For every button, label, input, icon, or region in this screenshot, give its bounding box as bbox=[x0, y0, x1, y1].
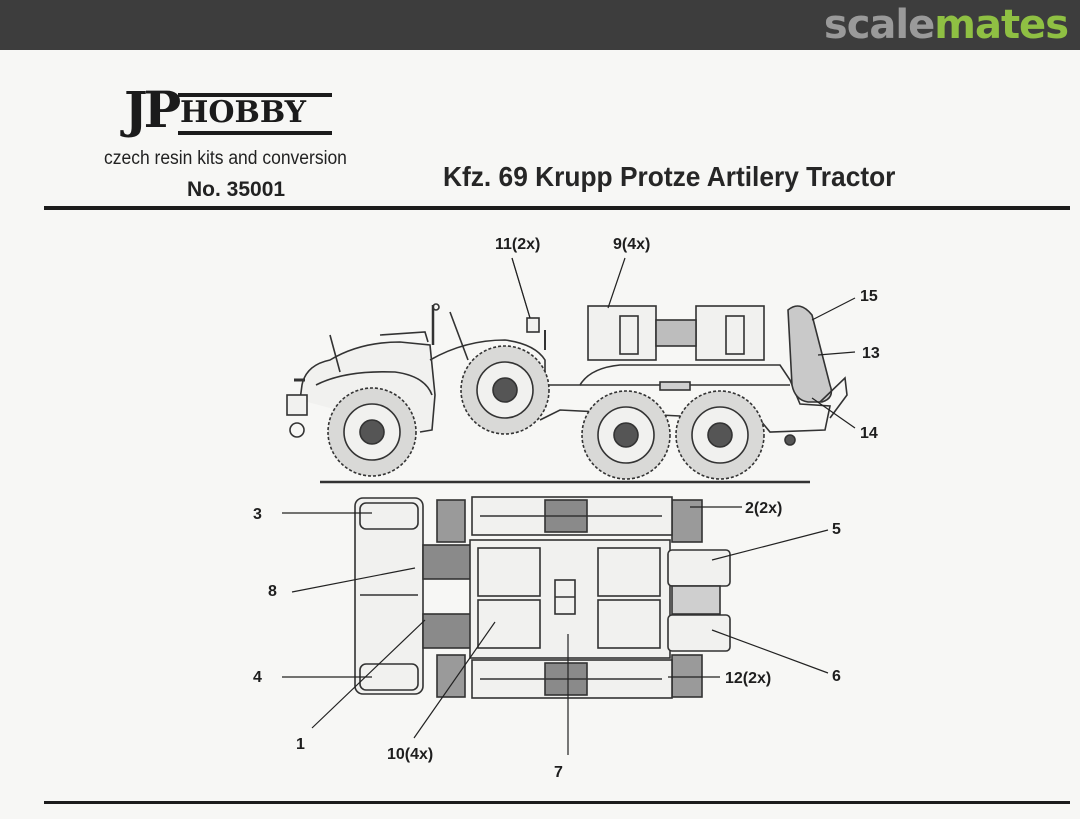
callout-part-12: 12(2x) bbox=[725, 670, 771, 687]
scalemates-logo[interactable]: scalemates bbox=[823, 2, 1069, 48]
page-title: Kfz. 69 Krupp Protze Artilery Tractor bbox=[443, 161, 896, 192]
side-view-leaders bbox=[511, 257, 856, 429]
logo-hobby-text: HOBBY bbox=[180, 95, 307, 130]
middle-wheel bbox=[460, 345, 550, 435]
callout-part-9: 9(4x) bbox=[613, 236, 650, 253]
side-view-drawing bbox=[286, 257, 848, 484]
callout-part-4: 4 bbox=[253, 669, 262, 686]
top-view-leaders bbox=[282, 506, 829, 755]
callout-part-7: 7 bbox=[554, 764, 563, 781]
footer-divider bbox=[44, 801, 1070, 804]
callout-part-2: 2(2x) bbox=[745, 500, 782, 517]
rear-wheel bbox=[675, 390, 765, 480]
callout-part-15: 15 bbox=[860, 288, 878, 305]
front-wheel bbox=[327, 387, 417, 477]
top-view-drawing bbox=[354, 496, 731, 699]
callout-part-10: 10(4x) bbox=[387, 746, 433, 763]
rear-wheel bbox=[581, 390, 671, 480]
company-tagline: czech resin kits and conversion bbox=[104, 148, 347, 169]
callout-part-6: 6 bbox=[832, 668, 841, 685]
callout-part-11: 11(2x) bbox=[495, 236, 540, 253]
kit-number: No. 35001 bbox=[187, 178, 286, 201]
callout-part-8: 8 bbox=[268, 583, 277, 600]
callout-part-5: 5 bbox=[832, 521, 841, 538]
callout-part-14: 14 bbox=[860, 425, 878, 442]
callout-part-3: 3 bbox=[253, 506, 262, 523]
callout-part-13: 13 bbox=[862, 345, 880, 362]
header-divider bbox=[44, 206, 1070, 210]
callout-part-1: 1 bbox=[296, 736, 305, 753]
logo-jp-mark: JP bbox=[124, 80, 181, 139]
top-banner: scalemates bbox=[0, 0, 1080, 50]
logo-rule bbox=[178, 93, 332, 97]
logo-rule bbox=[178, 131, 332, 135]
